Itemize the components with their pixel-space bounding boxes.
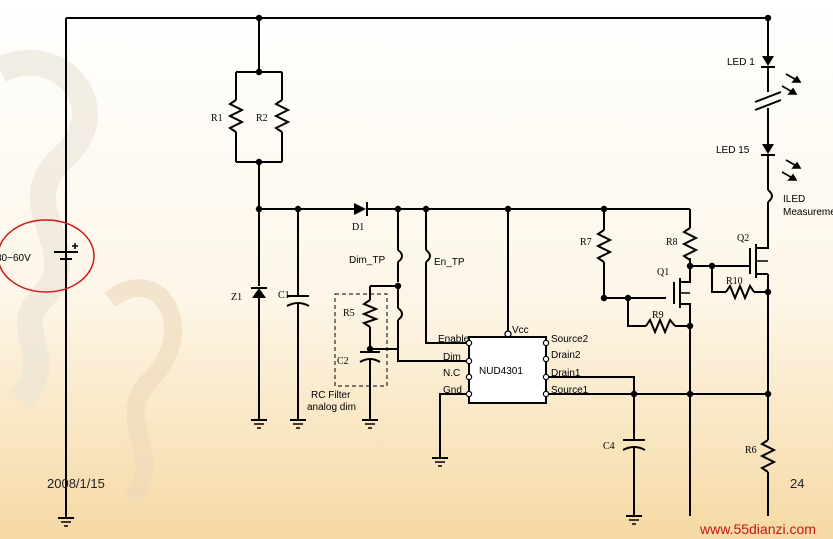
slide-date: 2008/1/15 — [47, 476, 105, 491]
r10-resistor — [725, 283, 755, 301]
ic-pin-gnd-label: Gnd — [443, 385, 462, 396]
r8-label: R8 — [666, 237, 678, 248]
ic-pin-enable — [465, 339, 473, 347]
z1-label: Z1 — [231, 292, 242, 303]
rc-filter-label-2: analog dim — [307, 402, 356, 413]
led-series-break — [754, 99, 782, 111]
q2-drain — [756, 230, 769, 249]
led15-label: LED 15 — [716, 145, 750, 156]
led15-diode — [762, 144, 774, 154]
source-highlight-circle — [0, 219, 95, 293]
ic-pin-drain1-label: Drain1 — [551, 368, 581, 379]
r9-label: R9 — [652, 310, 664, 321]
r10-wire — [711, 266, 726, 293]
r5-resistor — [361, 299, 379, 328]
ic-pin-drain1 — [542, 373, 550, 381]
junction-dots — [255, 14, 772, 398]
dim-tp-jumper — [397, 249, 403, 263]
ic-pin-dim-label: Dim — [443, 352, 461, 363]
ic-pin-nc — [465, 373, 473, 381]
q1-gate-wire — [627, 298, 646, 327]
r5-label: R5 — [343, 308, 355, 319]
en-tp-jumper — [425, 249, 431, 263]
en-tp-label: En_TP — [434, 257, 465, 268]
dim-wire — [397, 320, 466, 362]
r6-label: R6 — [745, 445, 757, 456]
r2-label: R2 — [256, 113, 268, 124]
r10-label: R10 — [726, 276, 743, 287]
c2-label: C2 — [337, 356, 349, 367]
rc-filter-box — [334, 293, 388, 387]
q2-label: Q2 — [737, 233, 749, 244]
iled-jumper — [767, 189, 773, 203]
ic-pin-dim — [465, 357, 473, 365]
led-light-arrows — [781, 73, 802, 181]
ic-pin-source1-label: Source1 — [551, 385, 589, 396]
led-series-break — [754, 91, 782, 103]
ic-name: NUD4301 — [479, 366, 523, 377]
d1-diode — [354, 203, 366, 215]
r1-resistor — [227, 99, 245, 133]
r8-resistor — [681, 227, 699, 261]
ic-pin-source2-label: Source2 — [551, 334, 589, 345]
r1-label: R1 — [211, 113, 223, 124]
r2-resistor — [273, 99, 291, 133]
ic-pin-drain2 — [542, 355, 550, 363]
rc-filter-label-1: RC Filter — [311, 390, 351, 401]
ic-pin-nc-label: N.C — [443, 368, 460, 379]
iled-label-1: ILED — [783, 194, 805, 205]
ic-pin-enable-label: Enable — [438, 334, 470, 345]
nud4301-ic — [468, 336, 547, 404]
en-wire — [425, 262, 466, 344]
iled-label-2: Measurement — [783, 207, 833, 218]
ic-pin-gnd — [465, 390, 473, 398]
r7-resistor — [595, 229, 613, 263]
dim-tp-label: Dim_TP — [349, 255, 385, 266]
c1-label: C1 — [278, 290, 290, 301]
source-voltage-label: 30~60V — [0, 253, 31, 264]
ic-pin-source1 — [542, 390, 550, 398]
led1-diode — [762, 56, 774, 66]
q1-source — [680, 303, 691, 326]
ic-pin-vcc-label: Vcc — [512, 325, 529, 336]
dim-tp-jumper — [397, 307, 403, 321]
ic-gnd-wire — [439, 393, 466, 458]
decor-swirl — [104, 279, 182, 507]
d1-label: D1 — [352, 222, 364, 233]
r6-resistor — [759, 439, 777, 473]
q1-label: Q1 — [657, 267, 669, 278]
c4-label: C4 — [603, 441, 615, 452]
battery-symbol — [54, 243, 78, 260]
ic-pin-drain2-label: Drain2 — [551, 350, 581, 361]
z1-zener — [252, 288, 266, 298]
ic-pin-source2 — [542, 339, 550, 347]
r9-resistor — [645, 317, 676, 335]
watermark-text: www.55dianzi.com — [699, 521, 816, 537]
led1-label: LED 1 — [727, 57, 755, 68]
drain1-wire — [549, 376, 635, 440]
slide-page-number: 24 — [790, 476, 804, 491]
decor-swirl — [0, 49, 98, 410]
r7-label: R7 — [580, 237, 592, 248]
